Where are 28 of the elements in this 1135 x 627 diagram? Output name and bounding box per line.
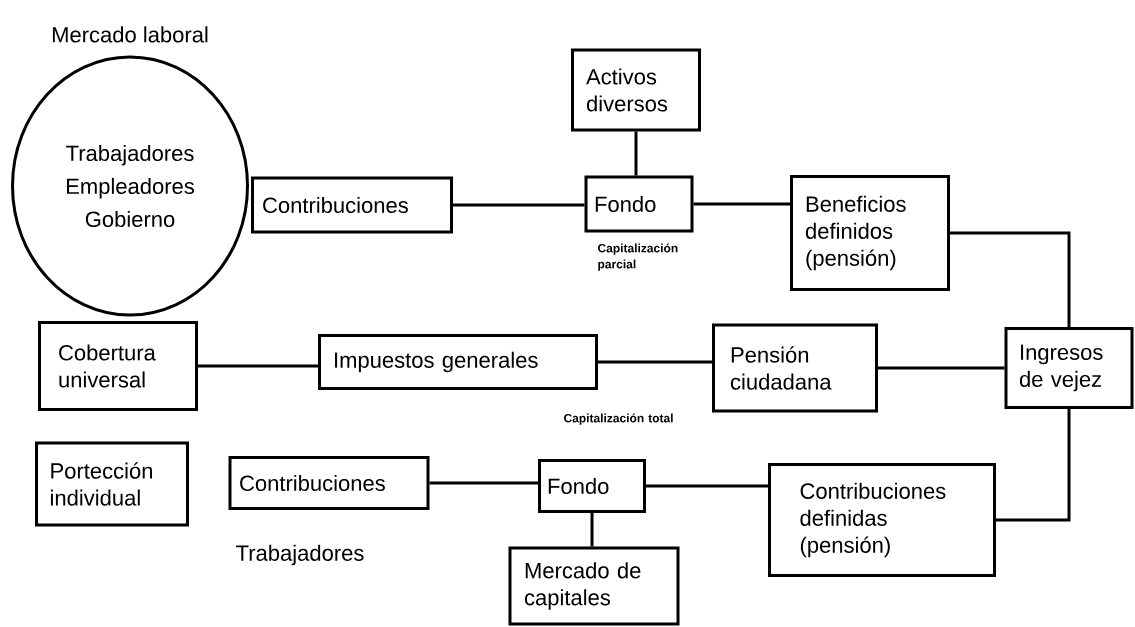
box: Cobertura universal [38,321,198,411]
box: Beneficios definidos (pensión) [790,175,950,291]
connector [646,484,768,488]
connector [198,364,318,368]
box: Fondo [538,459,646,513]
connector [634,131,638,176]
connector [693,202,790,206]
box: Portección individual [35,441,189,527]
connector [453,203,585,207]
connector [996,409,1071,522]
box: Ingresos de vejez [1004,327,1134,409]
connector [590,513,594,547]
box: Activos diversos [571,48,701,132]
node-label: Capitalización parcial [598,243,678,271]
box: Contribuciones [251,176,453,234]
box: Impuestos generales [318,334,598,390]
connector [878,366,1005,370]
box: Mercado de capitales [508,546,680,626]
label: Trabajadores [236,544,364,566]
box: Contribuciones definidas (pensión) [768,463,996,577]
box: Pensión ciudadana [712,323,878,413]
connector [598,360,712,364]
connector [950,231,1071,327]
connector [429,481,538,485]
box: Fondo [584,175,694,233]
heading: Mercado laboral [52,26,208,43]
node-label: Capitalización total [564,413,673,425]
box: Contribuciones [228,456,430,510]
